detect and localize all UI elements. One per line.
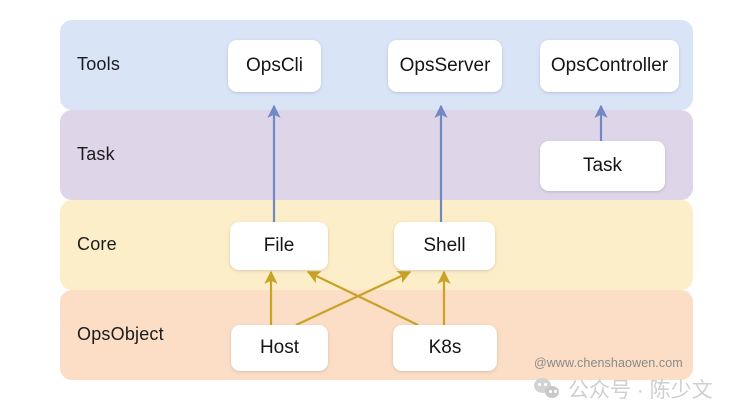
band-label-opsobject: OpsObject [77, 324, 164, 344]
node-label-opscontroller: OpsController [550, 55, 669, 76]
node-file[interactable]: File [230, 222, 328, 270]
band-label-tools: Tools [77, 54, 121, 74]
band-label-task: Task [77, 144, 115, 164]
node-opsserver[interactable]: OpsServer [388, 40, 502, 92]
node-shell[interactable]: Shell [394, 222, 495, 270]
node-opscontroller[interactable]: OpsController [540, 40, 679, 92]
node-label-host: Host [259, 337, 300, 358]
node-opscli[interactable]: OpsCli [228, 40, 321, 92]
band-label-core: Core [77, 234, 117, 254]
node-host[interactable]: Host [231, 325, 328, 371]
node-label-k8s: K8s [428, 337, 462, 358]
band-core [60, 200, 693, 290]
node-label-shell: Shell [423, 235, 466, 256]
watermark-wechat-label: 公众号 · 陈少文 [568, 379, 713, 402]
node-label-opsserver: OpsServer [399, 55, 491, 76]
node-k8s[interactable]: K8s [393, 325, 497, 371]
watermark-wechat: 公众号 · 陈少文 [534, 374, 713, 404]
watermark-url: @www.chenshaowen.com [534, 356, 683, 370]
node-label-file: File [263, 235, 295, 256]
node-label-opscli: OpsCli [245, 55, 303, 76]
node-task[interactable]: Task [540, 141, 665, 191]
node-label-task: Task [582, 155, 623, 176]
wechat-icon [534, 378, 562, 400]
